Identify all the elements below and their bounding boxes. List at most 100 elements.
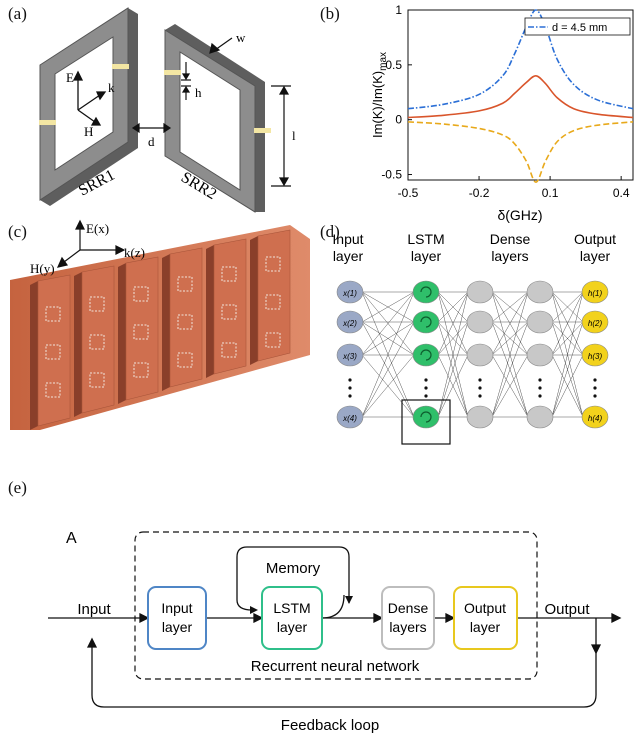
layer-title-2: Dense — [490, 231, 531, 247]
nn-node-col2 — [466, 343, 494, 367]
nn-node-col0 — [336, 280, 364, 304]
lstm-loop-icon — [420, 349, 432, 361]
sheet-array — [30, 229, 291, 430]
nn-edge — [491, 321, 529, 356]
srr-cell — [221, 304, 237, 320]
input-node-label: x(3) — [342, 352, 357, 361]
chart-xlabel: δ(GHz) — [497, 207, 542, 223]
layer-title-0: Input — [332, 231, 363, 247]
svg-text:layers: layers — [389, 619, 426, 635]
chart-legend-box — [524, 17, 631, 36]
layer-title-0: layer — [333, 248, 364, 264]
svg-text:Input: Input — [161, 600, 192, 616]
dim-l-label: l — [292, 128, 296, 143]
lstm-layer-box: LSTM layer — [261, 586, 323, 650]
ellipsis-dot — [424, 378, 428, 382]
output-label: Output — [544, 601, 590, 618]
chart-plot-area — [407, 9, 634, 181]
srr-cell — [221, 342, 237, 358]
nn-edge — [361, 354, 415, 418]
rnn-label: Recurrent neural network — [251, 658, 420, 675]
output-node-label: h(3) — [588, 352, 603, 361]
srr-cell — [45, 344, 61, 360]
input-node-label: x(2) — [342, 319, 357, 328]
dim-d-label: d — [148, 134, 155, 149]
panel-d-network: InputlayerLSTMlayerDenselayersOutputlaye… — [332, 231, 616, 445]
dim-w-arrow — [209, 37, 233, 54]
sheet-panel — [37, 274, 71, 427]
chart-series-line-1 — [407, 75, 634, 119]
nn-node-col3 — [526, 280, 554, 304]
axis-e-label: E — [66, 70, 74, 85]
chart-xtick-label: -0.5 — [398, 186, 419, 200]
srr-cell — [265, 294, 281, 310]
sheet-edge — [206, 245, 214, 378]
main-flow-arrows — [48, 612, 622, 708]
ellipsis-dot — [348, 394, 352, 398]
srr2-gap-right — [254, 128, 271, 133]
input-node-label: x(4) — [342, 414, 357, 423]
nn-edge — [437, 321, 469, 418]
lstm-highlight-box — [401, 399, 451, 445]
dim-h-arrow — [181, 62, 191, 100]
nn-node-col2 — [466, 280, 494, 304]
dim-l-arrow — [271, 85, 291, 187]
nn-edge — [361, 321, 415, 418]
panel-d-label: (d) — [320, 222, 340, 241]
layer-title-3: layer — [580, 248, 611, 264]
input-label: Input — [77, 601, 111, 618]
svg-text:layer: layer — [470, 619, 501, 635]
nn-edge — [551, 291, 584, 323]
chart-ytick-label: -0.5 — [381, 168, 402, 182]
panel-c-axes — [56, 219, 126, 268]
srr-cell — [133, 362, 149, 378]
srr-cell — [133, 324, 149, 340]
ellipsis-dot — [348, 386, 352, 390]
srr1-gap-left — [39, 120, 56, 125]
panel-b-label: (b) — [320, 4, 340, 23]
panel-a-srr-figure: E k H d w h l SRR1 SRR2 — [39, 7, 296, 213]
nn-edge — [361, 291, 415, 356]
axis-k-label: k — [108, 80, 115, 95]
srr-cell — [177, 352, 193, 368]
panel-a-label: (a) — [8, 4, 27, 23]
sheet-panel — [213, 238, 247, 375]
srr-cell — [265, 332, 281, 348]
nn-node-col0 — [336, 405, 364, 429]
chart-ylabel: Im(K)/Im(K)max — [370, 52, 389, 138]
srr1-gap-top — [112, 64, 129, 69]
axis-h-label: H — [84, 124, 93, 139]
feedback-label: Feedback loop — [281, 717, 379, 734]
nn-edge — [361, 321, 415, 356]
dense-layers-box: Dense layers — [381, 586, 435, 650]
ellipsis-dot — [538, 378, 542, 382]
chart-xtick-label: 0.1 — [542, 186, 559, 200]
nn-edge — [551, 354, 584, 418]
panel-c-label: (c) — [8, 222, 27, 241]
svg-text:LSTM: LSTM — [273, 600, 310, 616]
output-node-label: h(4) — [588, 414, 603, 423]
sheet-panel — [125, 256, 159, 401]
chart-ytick-label: 1 — [395, 3, 402, 17]
nn-node-col0 — [336, 310, 364, 334]
chart-ytick-label: 0.5 — [385, 58, 402, 72]
nn-edge — [491, 291, 529, 356]
chart-series-line-0 — [407, 9, 634, 110]
nn-edge — [437, 321, 469, 356]
nn-edge — [491, 321, 529, 418]
nn-edge — [437, 291, 469, 418]
memory-loop-arrowhead-down — [345, 596, 353, 604]
nn-edge — [437, 354, 469, 418]
output-node-label: h(1) — [588, 289, 603, 298]
svg-text:layer: layer — [277, 619, 308, 635]
rnn-dashed-frame — [134, 531, 538, 680]
srr-cell — [177, 314, 193, 330]
svg-text:layer: layer — [162, 619, 193, 635]
sheet-edge — [162, 254, 170, 391]
dim-d-arrow — [131, 122, 172, 134]
dim-h-label: h — [195, 85, 202, 100]
sheet-panel — [169, 247, 203, 388]
srr1-ring — [39, 7, 138, 206]
output-layer-box: Output layer — [453, 586, 518, 650]
nn-node-col1 — [412, 310, 440, 334]
